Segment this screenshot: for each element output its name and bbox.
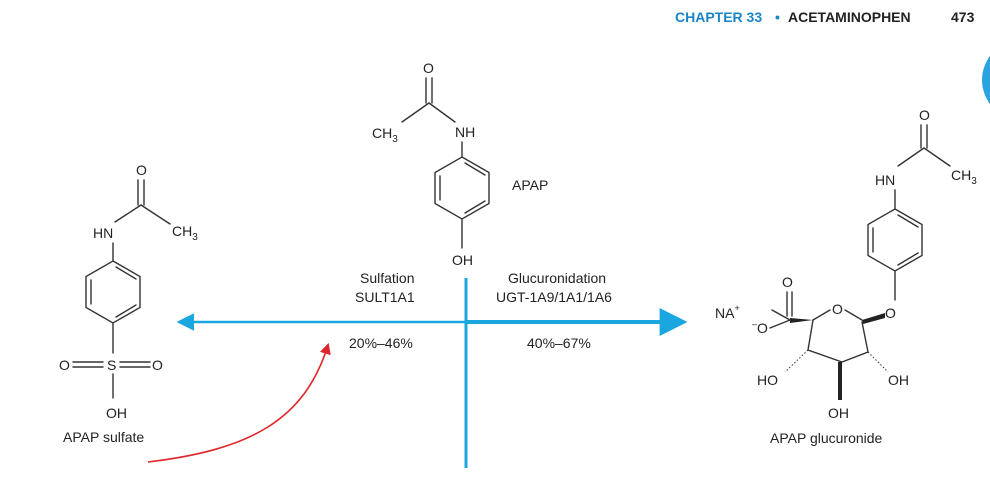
- carboxyl-oxygen: O: [782, 274, 793, 290]
- ring-oxygen: O: [832, 301, 843, 317]
- glucuronidation-percent: 40%–67%: [527, 335, 591, 351]
- sulfation-enzyme: SULT1A1: [355, 289, 415, 305]
- sulfate-hydroxyl: OH: [106, 405, 127, 421]
- sulfation-label: Sulfation: [360, 270, 414, 286]
- sulfation-percent: 20%–46%: [349, 335, 413, 351]
- apap-methyl: CH3: [372, 125, 398, 145]
- chapter-label: CHAPTER 33: [675, 9, 762, 25]
- sodium-counterion: NA+: [715, 303, 740, 321]
- red-curved-arrow: [147, 342, 331, 463]
- apap-carbonyl-oxygen: O: [423, 60, 434, 76]
- carboxylate-oxygen: –O: [752, 319, 768, 336]
- glucuronidation-label: Glucuronidation: [508, 270, 606, 286]
- chapter-title: ACETAMINOPHEN: [788, 9, 911, 25]
- sulfate-carbonyl-oxygen: O: [136, 162, 147, 178]
- glucuronide-amide-hn: HN: [875, 172, 895, 188]
- c3-hydroxyl: OH: [828, 405, 849, 421]
- apap-sulfate-structure: O CH3 HN S O O OH: [59, 162, 198, 421]
- sulfate-oxygen-left: O: [59, 357, 70, 373]
- apap-amide-nh: NH: [455, 124, 475, 140]
- page-number: 473: [951, 9, 975, 25]
- apap-label: APAP: [512, 177, 548, 193]
- apap-structure: O CH3 NH OH: [372, 60, 490, 268]
- glucuronide-methyl: CH3: [951, 167, 977, 187]
- sulfate-methyl: CH3: [172, 223, 198, 243]
- c4-hydroxyl: OH: [888, 372, 909, 388]
- glucuronide-carbonyl-oxygen: O: [919, 107, 930, 123]
- apap-sulfate-label: APAP sulfate: [63, 429, 144, 445]
- page-tab-badge: [982, 56, 990, 104]
- sulfate-oxygen-right: O: [152, 357, 163, 373]
- glycosidic-oxygen: O: [885, 305, 896, 321]
- pathway-arrows: [147, 278, 688, 468]
- header-bullet: •: [775, 9, 780, 25]
- apap-hydroxyl: OH: [452, 252, 473, 268]
- sulfur-atom: S: [107, 357, 116, 373]
- apap-glucuronide-label: APAP glucuronide: [770, 430, 883, 446]
- page-header: CHAPTER 33 • ACETAMINOPHEN 473: [675, 9, 975, 25]
- sulfate-amide-hn: HN: [93, 225, 113, 241]
- apap-glucuronide-structure: O CH3 HN O O OH HO OH O –O NA+: [715, 107, 977, 421]
- c2-hydroxyl: HO: [757, 372, 778, 388]
- glucuronidation-enzyme: UGT-1A9/1A1/1A6: [496, 289, 612, 305]
